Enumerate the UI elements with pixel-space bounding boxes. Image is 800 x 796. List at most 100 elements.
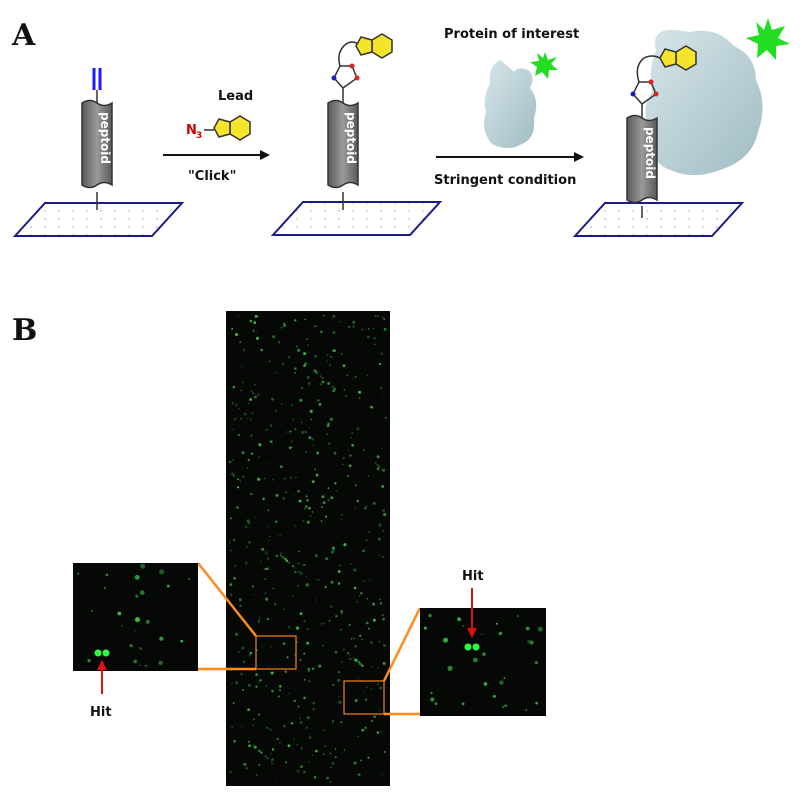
array-spot: [309, 409, 313, 413]
array-spot: [339, 321, 341, 323]
array-spot: [265, 429, 268, 431]
array-spot: [271, 758, 275, 761]
peptoid-block-1: [81, 99, 113, 189]
array-spot: [349, 657, 352, 661]
array-spot: [461, 702, 465, 706]
array-spot: [338, 671, 341, 674]
array-spot: [271, 748, 275, 751]
array-spot: [260, 348, 264, 352]
array-spot: [372, 602, 375, 606]
array-spot: [309, 427, 311, 429]
array-spot: [361, 638, 364, 641]
array-spot: [329, 752, 332, 755]
array-spot: [117, 611, 122, 616]
array-spot: [242, 348, 246, 352]
array-spot: [296, 345, 298, 348]
array-spot: [248, 653, 252, 657]
array-spot: [229, 549, 232, 552]
array-spot: [499, 680, 504, 685]
array-spot: [353, 761, 357, 765]
array-spot: [350, 637, 353, 640]
array-spot: [268, 360, 271, 362]
click-caption: "Click": [188, 169, 236, 184]
hit-spot-left-a: [94, 649, 102, 657]
array-spot: [340, 721, 343, 724]
array-spot: [294, 367, 297, 370]
stage1-peptoid-surface: peptoid: [12, 68, 185, 237]
array-spot: [255, 685, 258, 688]
lead-ring-icon: [213, 115, 251, 141]
array-spot: [272, 335, 275, 339]
array-spot: [343, 749, 346, 751]
array-spot: [275, 520, 278, 523]
array-spot: [306, 628, 309, 630]
array-spot: [303, 352, 307, 356]
array-spot: [231, 682, 233, 684]
array-spot: [277, 534, 280, 537]
array-spot: [329, 605, 333, 608]
array-spot: [239, 341, 242, 344]
array-spot: [312, 701, 316, 705]
array-spot: [248, 683, 251, 687]
array-spot: [537, 626, 543, 632]
array-spot: [297, 562, 300, 565]
array-spot: [231, 428, 233, 431]
array-spot: [306, 338, 308, 341]
array-spot: [260, 751, 263, 754]
array-spot: [373, 337, 376, 340]
array-spot: [255, 516, 257, 519]
array-spot: [367, 328, 370, 330]
array-spot: [314, 369, 317, 372]
array-spot: [249, 398, 253, 401]
array-spot: [376, 467, 380, 471]
array-spot: [287, 744, 291, 748]
array-spot: [247, 417, 249, 419]
array-spot: [294, 371, 296, 374]
protein-of-interest: Protein of interest: [444, 27, 579, 148]
array-spot: [280, 552, 282, 554]
array-spot: [290, 440, 294, 443]
peptoid-label-1: peptoid: [98, 112, 112, 164]
array-spot: [315, 371, 318, 374]
array-spot: [342, 457, 345, 460]
array-spot: [304, 564, 306, 566]
array-spot: [353, 637, 355, 640]
array-spot: [287, 561, 291, 564]
array-spot: [180, 639, 184, 643]
array-spot: [296, 744, 298, 746]
array-spot: [258, 443, 262, 447]
array-spot: [354, 375, 357, 378]
array-spot: [240, 672, 243, 676]
array-spot: [359, 595, 361, 597]
array-spot: [282, 323, 287, 328]
array-spot: [320, 330, 323, 333]
array-spot: [366, 374, 369, 376]
array-spot: [158, 660, 163, 666]
array-spot: [308, 680, 310, 682]
array-spot: [306, 641, 309, 645]
array-spot: [368, 627, 370, 630]
array-spot: [257, 315, 259, 317]
array-spot: [228, 460, 232, 464]
array-spot: [380, 352, 384, 356]
array-spot: [353, 568, 357, 572]
array-spot: [323, 622, 326, 624]
array-spot: [534, 661, 539, 665]
inset-right-spots: [423, 613, 543, 711]
array-spot: [318, 664, 322, 668]
array-spot: [294, 570, 297, 574]
array-spot: [495, 622, 498, 625]
array-spot: [304, 362, 307, 365]
array-spot: [315, 473, 319, 477]
array-spot: [281, 555, 285, 559]
array-spot: [258, 764, 261, 766]
array-spot: [285, 491, 287, 494]
array-spot: [382, 530, 384, 532]
array-spot: [257, 477, 261, 481]
array-spot: [237, 486, 240, 489]
zoom-inset-right: [420, 608, 546, 716]
array-spot: [343, 389, 345, 391]
array-spot: [360, 759, 363, 762]
array-spot: [331, 546, 335, 550]
array-spot: [159, 636, 164, 641]
